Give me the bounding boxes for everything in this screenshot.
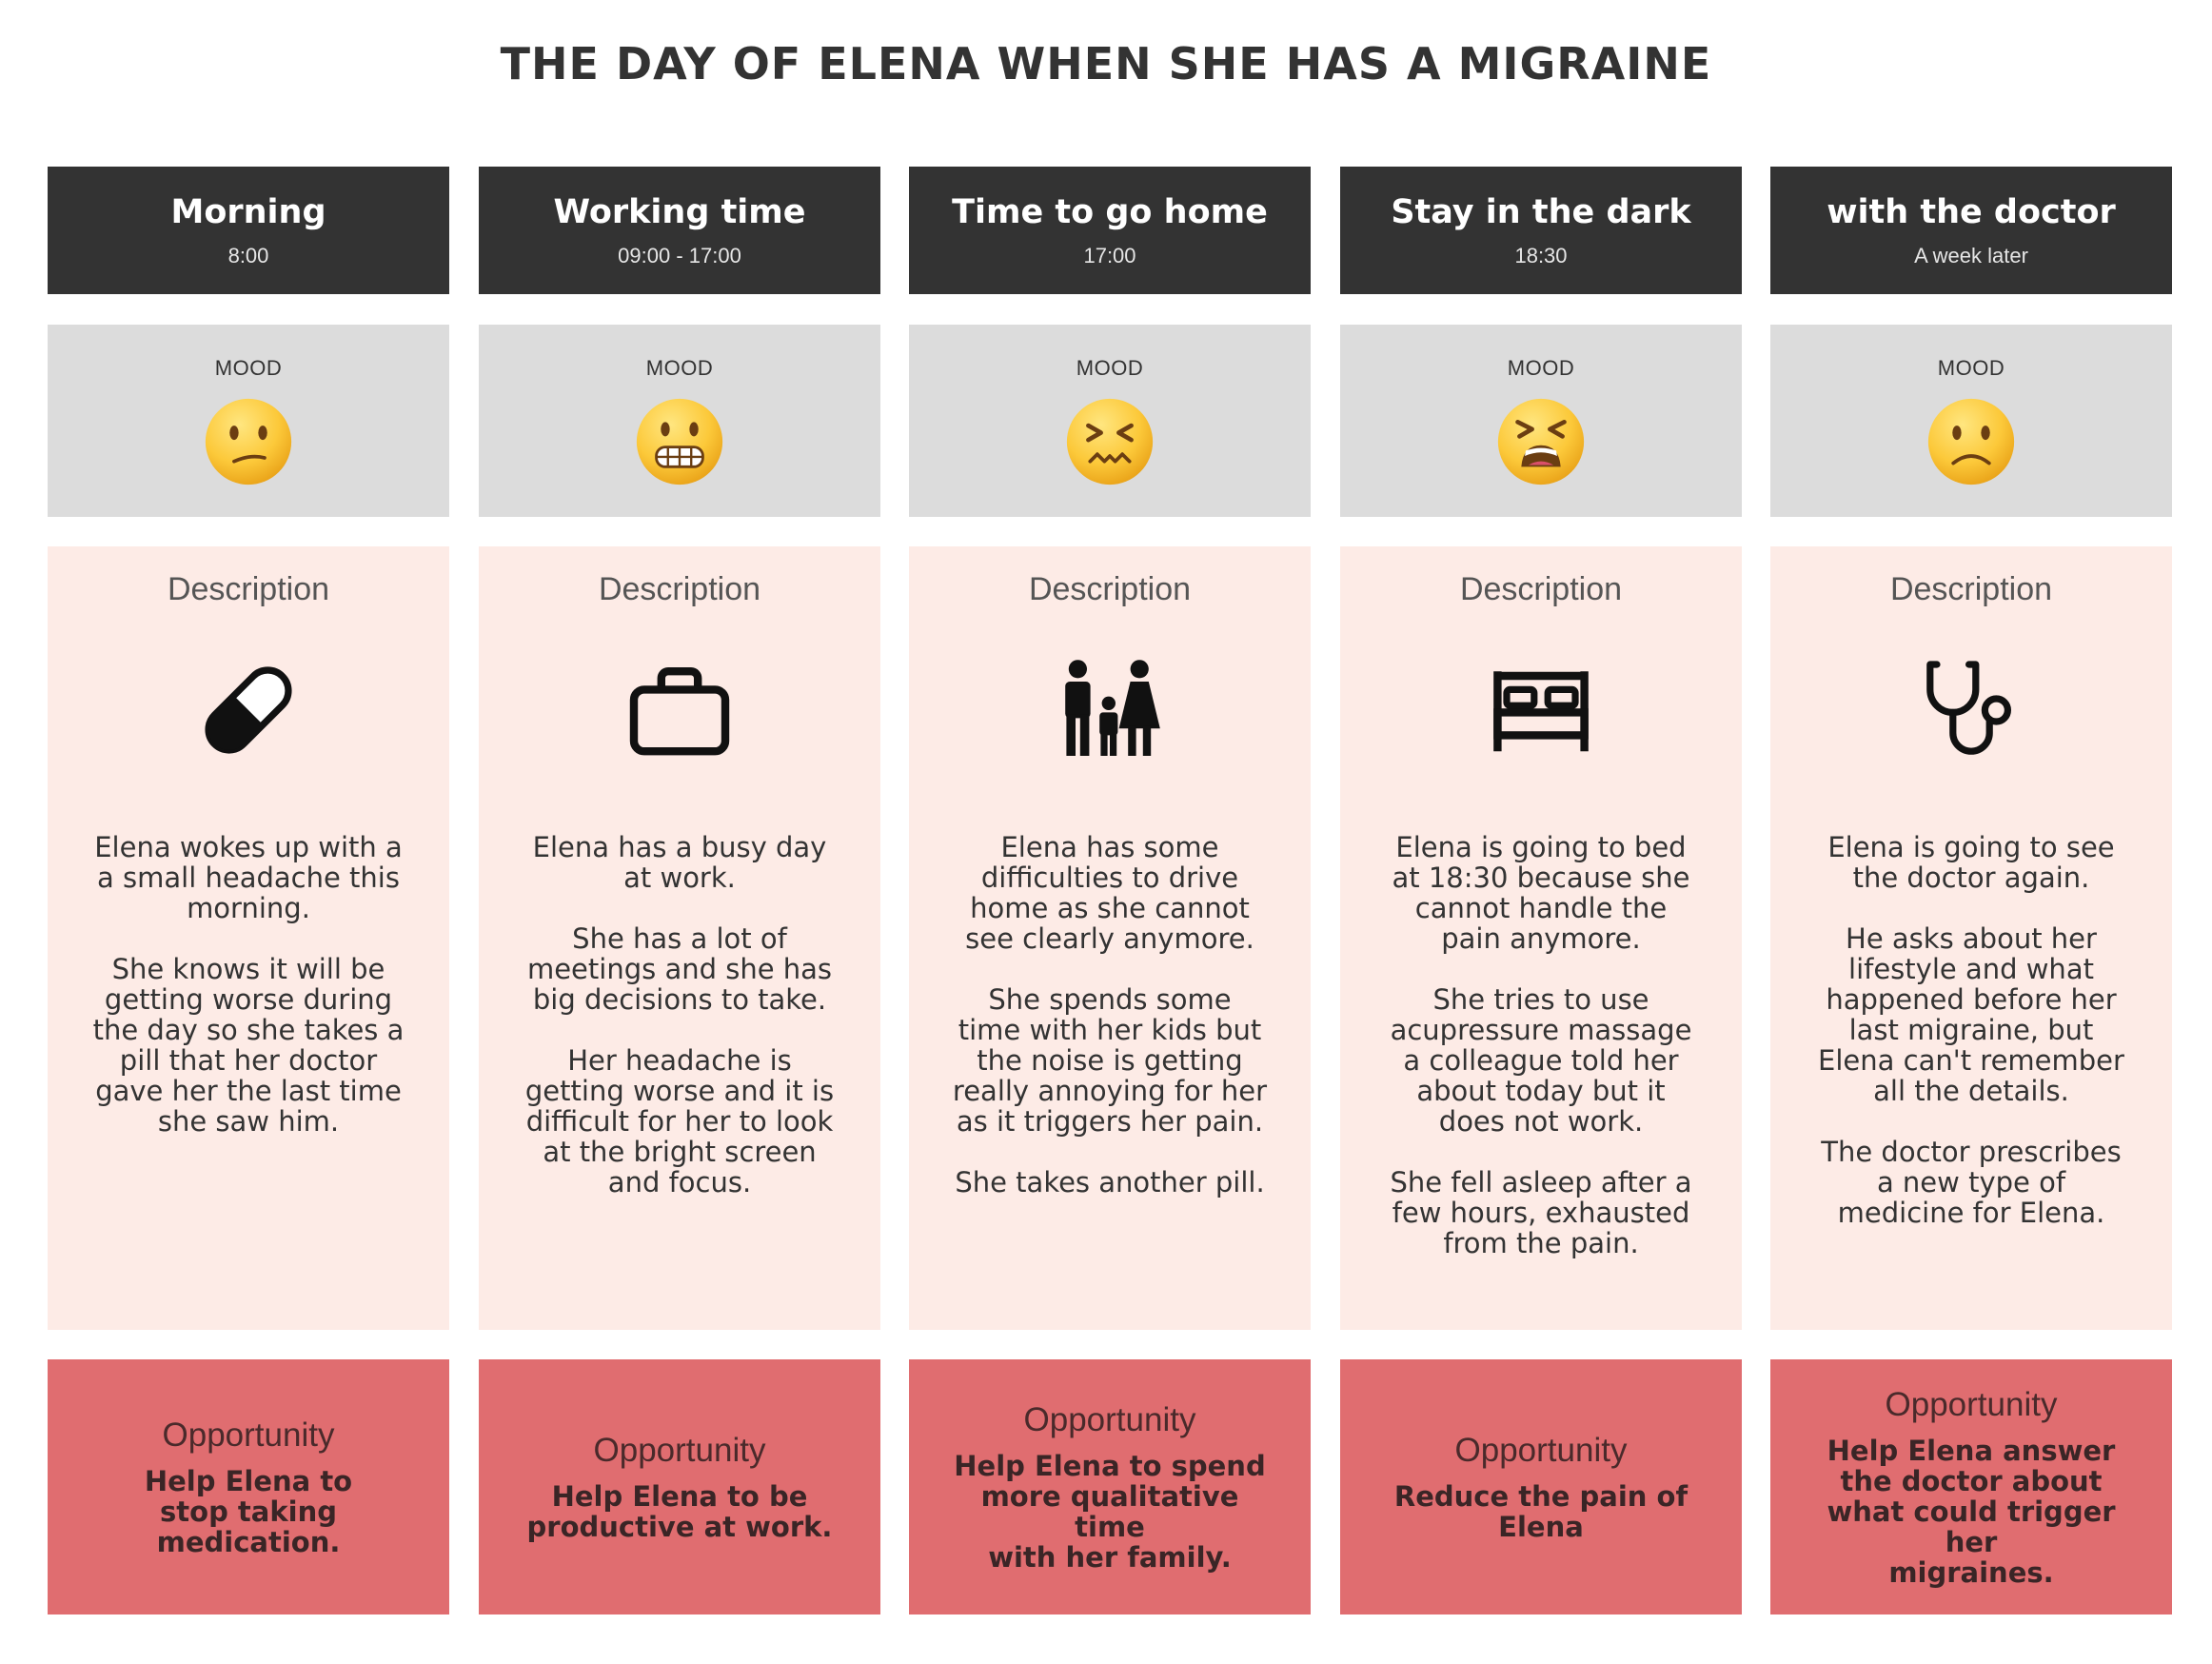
stage-header: Time to go home 17:00 [909,167,1311,294]
grimacing-face-icon [636,398,723,485]
opportunity-text: Help Elena to be productive at work. [526,1480,833,1543]
mood-panel: MOOD [1340,325,1742,517]
briefcase-icon [629,667,730,756]
description-panel: Description Elena is going to bed at 18:… [1340,546,1742,1330]
mood-panel: MOOD [479,325,880,517]
description-heading: Description [1889,571,2053,607]
stage-title: Stay in the dark [1391,193,1691,231]
opportunity-panel: Opportunity Reduce the pain of Elena [1340,1359,1742,1614]
opportunity-panel: Opportunity Help Elena to stop taking me… [48,1359,449,1614]
stage-title: Morning [170,193,326,231]
description-heading: Description [1028,571,1192,607]
stage-header: Working time 09:00 - 17:00 [479,167,880,294]
opportunity-text: Help Elena answer the doctor about what … [1827,1435,2116,1589]
stage-time: 8:00 [227,244,269,267]
description-text: Elena has a busy day at work. She has a … [524,831,835,1198]
bed-icon [1493,671,1589,752]
stage-time: 17:00 [1083,244,1136,267]
description-panel: Description Elena is going to see the do… [1770,546,2172,1330]
mood-label: MOOD [1076,356,1144,380]
mood-label: MOOD [214,356,283,380]
opportunity-text: Reduce the pain of Elena [1393,1480,1689,1543]
mood-panel: MOOD [48,325,449,517]
description-panel: Description Elena has some difficulties … [909,546,1311,1330]
stage-time: 18:30 [1514,244,1568,267]
description-heading: Description [1459,571,1623,607]
stage-title: Time to go home [952,193,1268,231]
stage-title: Working time [553,193,806,231]
stethoscope-icon [1926,661,2011,755]
pill-icon [205,666,292,754]
opportunity-heading: Opportunity [1885,1386,2058,1423]
description-panel: Description Elena wokes up with a a smal… [48,546,449,1330]
description-text: Elena is going to bed at 18:30 because s… [1390,831,1692,1259]
page-title: THE DAY OF ELENA WHEN SHE HAS A MIGRAINE [500,38,1712,89]
opportunity-panel: Opportunity Help Elena answer the doctor… [1770,1359,2172,1614]
opportunity-heading: Opportunity [1023,1401,1196,1438]
tired-face-icon [1497,398,1585,485]
confused-face-icon [205,398,292,485]
stage-time: 09:00 - 17:00 [618,244,741,267]
mood-label: MOOD [645,356,714,380]
description-heading: Description [167,571,330,607]
mood-panel: MOOD [909,325,1311,517]
stage-time: A week later [1914,244,2028,267]
stage-title: with the doctor [1827,193,2116,231]
description-text: Elena is going to see the doctor again. … [1818,831,2124,1229]
mood-label: MOOD [1937,356,2005,380]
description-text: Elena has some difficulties to drive hom… [952,831,1268,1198]
family-icon [1065,660,1160,756]
stage-header: with the doctor A week later [1770,167,2172,294]
opportunity-panel: Opportunity Help Elena to be productive … [479,1359,880,1614]
description-heading: Description [598,571,761,607]
frowning-face-icon [1927,398,2015,485]
mood-panel: MOOD [1770,325,2172,517]
opportunity-panel: Opportunity Help Elena to spend more qua… [909,1359,1311,1614]
mood-label: MOOD [1507,356,1575,380]
opportunity-heading: Opportunity [1454,1432,1628,1469]
opportunity-heading: Opportunity [162,1416,335,1454]
stage-header: Morning 8:00 [48,167,449,294]
opportunity-text: Help Elena to stop taking medication. [144,1465,353,1558]
description-text: Elena wokes up with a a small headache t… [92,831,405,1138]
opportunity-heading: Opportunity [593,1432,766,1469]
description-panel: Description Elena has a busy day at work… [479,546,880,1330]
opportunity-text: Help Elena to spend more qualitative tim… [954,1450,1266,1574]
confounded-face-icon [1066,398,1154,485]
stage-header: Stay in the dark 18:30 [1340,167,1742,294]
